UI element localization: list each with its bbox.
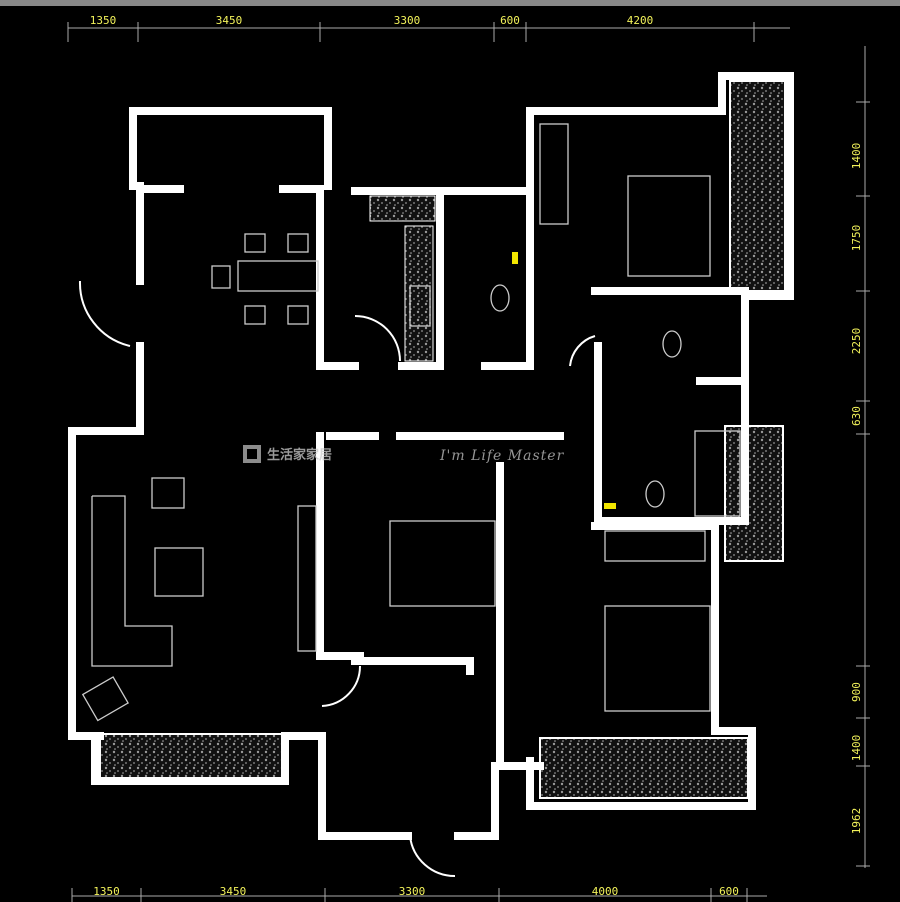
wall-bottom-right: [526, 522, 756, 810]
door-swing: [78, 280, 131, 347]
dimension-labels: 1350 3450 3300 600 4200 1350 3450 3300 4000 600 14…: [67, 14, 870, 902]
dimension-label: 4200: [627, 14, 654, 27]
entrance-door-swing: [409, 835, 456, 878]
door-swing: [569, 335, 596, 367]
sofa: [91, 495, 173, 667]
balcony-bottom-right: [539, 737, 749, 799]
door-swing: [321, 665, 362, 707]
yellow-fixture: [604, 503, 616, 509]
brand-logo-icon: [243, 444, 261, 463]
dimension-lines: [68, 27, 866, 897]
yellow-fixture: [512, 252, 518, 264]
wall-bedroom2-left: [316, 432, 364, 660]
bed-bedroom-2: [389, 520, 496, 607]
wall-bath-3: [596, 382, 749, 525]
lounge-chair: [81, 676, 129, 722]
dining-table: [237, 260, 319, 292]
dimension-label: 900: [850, 682, 863, 702]
watermark-signature: I'm Life Master: [440, 448, 565, 464]
wardrobe-bedroom-1: [539, 123, 569, 225]
kitchen-counter-side: [404, 225, 434, 362]
dimension-label: 3450: [220, 885, 247, 898]
dimension-label: 1400: [850, 735, 863, 762]
walls: [68, 72, 794, 840]
dining-chair: [287, 233, 309, 253]
wall-entrance-left: [318, 732, 412, 840]
dimension-label: 1350: [93, 885, 120, 898]
wall-top-right: [526, 72, 794, 300]
wall-upper-left: [136, 185, 184, 285]
coffee-table: [154, 547, 204, 597]
balcony-bottom-left: [99, 733, 283, 780]
dimension-label: 600: [500, 14, 520, 27]
dimension-label: 1962: [850, 808, 863, 835]
bathtub: [694, 430, 741, 517]
wardrobe-bedroom-3: [604, 530, 706, 562]
dimension-label: 1750: [850, 225, 863, 252]
wall-bottom-left: [91, 732, 326, 785]
dimension-label: 2250: [850, 328, 863, 355]
dimension-label: 4000: [592, 885, 619, 898]
wall-kitchen-bath: [398, 187, 444, 370]
dining-chair: [287, 305, 309, 325]
dimension-label: 630: [850, 406, 863, 426]
dining-chair: [244, 305, 266, 325]
kitchen-sink: [409, 285, 431, 327]
wall-kitchen-left: [279, 185, 359, 370]
wall-bedroom2-bottom: [351, 657, 474, 675]
dimension-label: 3300: [399, 885, 426, 898]
balcony-top-right: [729, 80, 786, 292]
furniture: [78, 123, 741, 878]
bed-bedroom-1: [627, 175, 711, 277]
dimension-label: 1400: [850, 143, 863, 170]
watermark-brand: 生活家家居: [267, 448, 333, 463]
toilet: [645, 480, 665, 508]
balcony-right: [724, 425, 784, 562]
wall-left: [68, 342, 144, 740]
dimension-label: 3450: [216, 14, 243, 27]
dining-chair: [211, 265, 231, 289]
wall-bath-2: [591, 287, 749, 385]
dimension-label: 600: [719, 885, 739, 898]
tv-cabinet: [297, 505, 317, 652]
armchair: [151, 477, 185, 509]
watermark: 生活家家居: [243, 444, 332, 463]
door-swing: [354, 315, 401, 362]
toilet: [662, 330, 682, 358]
toilet: [490, 284, 510, 312]
dimension-label: 1350: [90, 14, 117, 27]
dining-chair: [244, 233, 266, 253]
kitchen-counter-top: [369, 195, 436, 222]
wall-entrance-right: [454, 762, 544, 840]
balconies-hatched: [99, 80, 786, 799]
dimension-label: 3300: [394, 14, 421, 27]
wall-balcony-top-left: [129, 107, 332, 190]
floor-plan-drawing: 1350 3450 3300 600 4200 1350 3450 3300 4000 600 14…: [67, 14, 870, 902]
bed-bedroom-3: [604, 605, 711, 712]
